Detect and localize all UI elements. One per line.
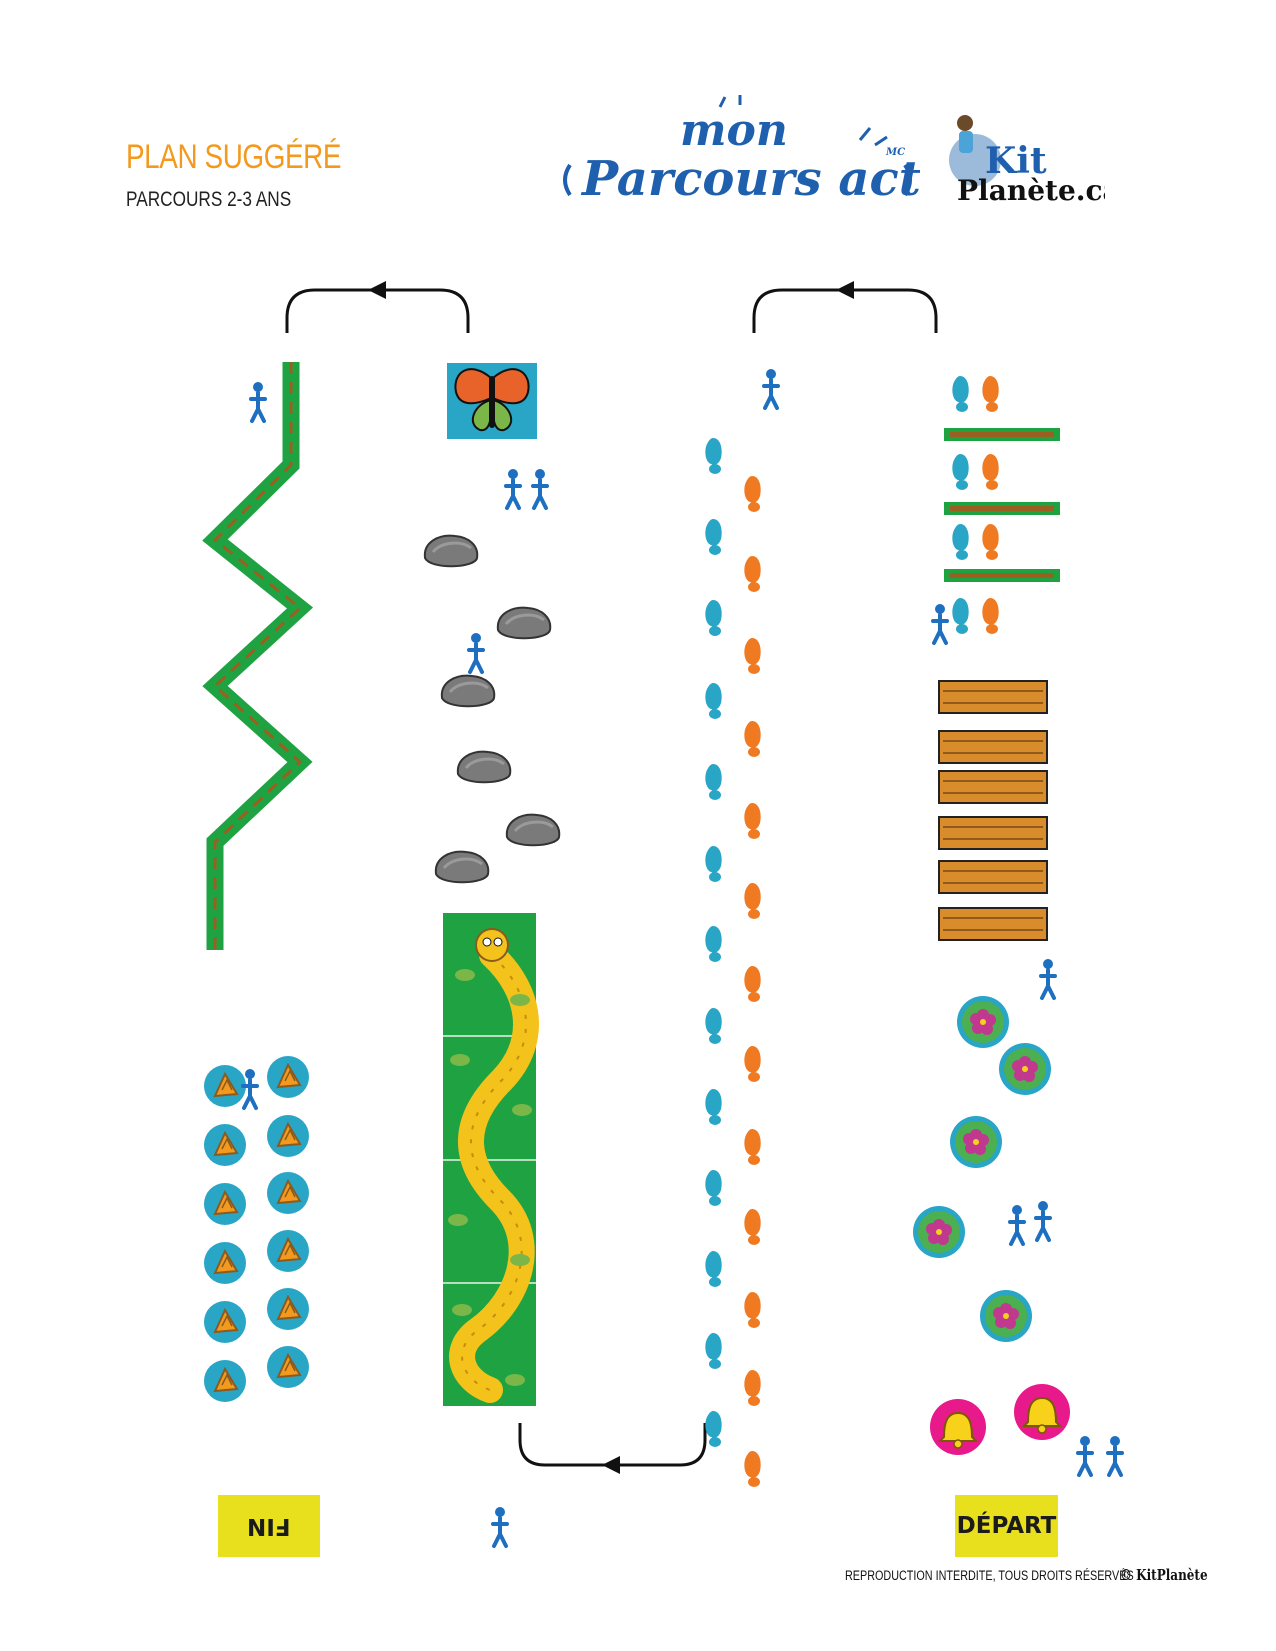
footprint-icon [705,1251,721,1287]
footprint-icon [705,1333,721,1369]
triangle-pad-icon [204,1301,246,1343]
footprint-icon [705,1089,721,1125]
footprint-icon [744,966,760,1002]
footer-rights: REPRODUCTION INTERDITE, TOUS DROITS RÉSE… [845,1568,1134,1583]
triangle-pad-icon [267,1288,309,1330]
triangle-pad-icon [267,1056,309,1098]
depart-sign: DÉPART [955,1495,1058,1557]
jumping-person-icon [469,633,483,672]
footprint-icon [705,926,721,962]
arrow-head [602,1456,620,1474]
lily-pad-icon [913,1206,965,1258]
footprint-icon [744,1370,760,1406]
lily-pad-icon [999,1043,1051,1095]
rock-icon [425,536,477,567]
arrow-icon [287,290,936,1465]
footprint-icon [744,1209,760,1245]
triangle-pad-icon [267,1230,309,1272]
triangle-pad-icon [204,1124,246,1166]
walking-person-icon [493,1507,507,1546]
footprint-icon [705,600,721,636]
triangle-pad-icon [204,1242,246,1284]
footprint-icon [705,438,721,474]
lily-pad-icon [980,1290,1032,1342]
jumping-person-icon [933,604,947,643]
plank-icon [939,731,1047,763]
two-people-icon [506,469,520,508]
footprint-icon [705,519,721,555]
footprint-icon [705,1411,721,1447]
arrow-head [368,281,386,299]
hop-bars [944,376,1060,634]
footprint-icon [744,638,760,674]
plank-icon [939,908,1047,940]
two-people-icon [533,469,547,508]
jumping-person-icon [1078,1436,1092,1475]
plank-icon [939,771,1047,803]
footprint-icon [744,1292,760,1328]
plank-icon [939,861,1047,893]
footprint-icon [744,721,760,757]
zigzag-beam [215,362,300,950]
footprint-icon [744,1451,760,1487]
rock-icon [498,608,550,639]
crawling-person-icon [1041,959,1055,998]
rock-icon [442,676,494,707]
footprint-icon [705,846,721,882]
butterfly-icon [447,363,537,439]
plank-icon [939,817,1047,849]
bell-icon [1014,1384,1070,1440]
depart-label: DÉPART [957,1513,1057,1539]
two-people-icon [1036,1201,1050,1240]
fin-label: FIN [247,1513,291,1539]
footer-copyright: © KitPlanète [1120,1566,1208,1584]
triangle-pad-icon [204,1183,246,1225]
rock-icon [507,815,559,846]
footprint-icon [744,556,760,592]
footprint-icon [744,1046,760,1082]
footprint-icon [744,476,760,512]
footprint-trail [705,438,760,1487]
triangle-pad-icon [204,1065,246,1107]
walking-person-icon [764,369,778,408]
triangle-pad-icon [204,1360,246,1402]
plank-icon [939,681,1047,713]
footprint-icon [705,1170,721,1206]
lily-pad-icon [950,1116,1002,1168]
triangle-pad-icon [267,1115,309,1157]
footprint-icon [705,683,721,719]
bell-icon [930,1399,986,1455]
caterpillar-icon [443,913,536,1406]
walking-person-icon [251,382,265,421]
footprint-icon [744,1129,760,1165]
arrow-head [836,281,854,299]
footprint-icon [705,764,721,800]
rock-icon [458,752,510,783]
footprint-icon [744,883,760,919]
triangle-pad-icon [267,1172,309,1214]
rock-icon [436,852,488,883]
footprint-icon [705,1008,721,1044]
footprint-icon [744,803,760,839]
jumping-person-icon [1108,1436,1122,1475]
triangle-pad-icon [267,1346,309,1388]
lily-pad-icon [957,996,1009,1048]
squatting-person-icon [1010,1205,1024,1244]
fin-sign: FIN [218,1495,320,1557]
